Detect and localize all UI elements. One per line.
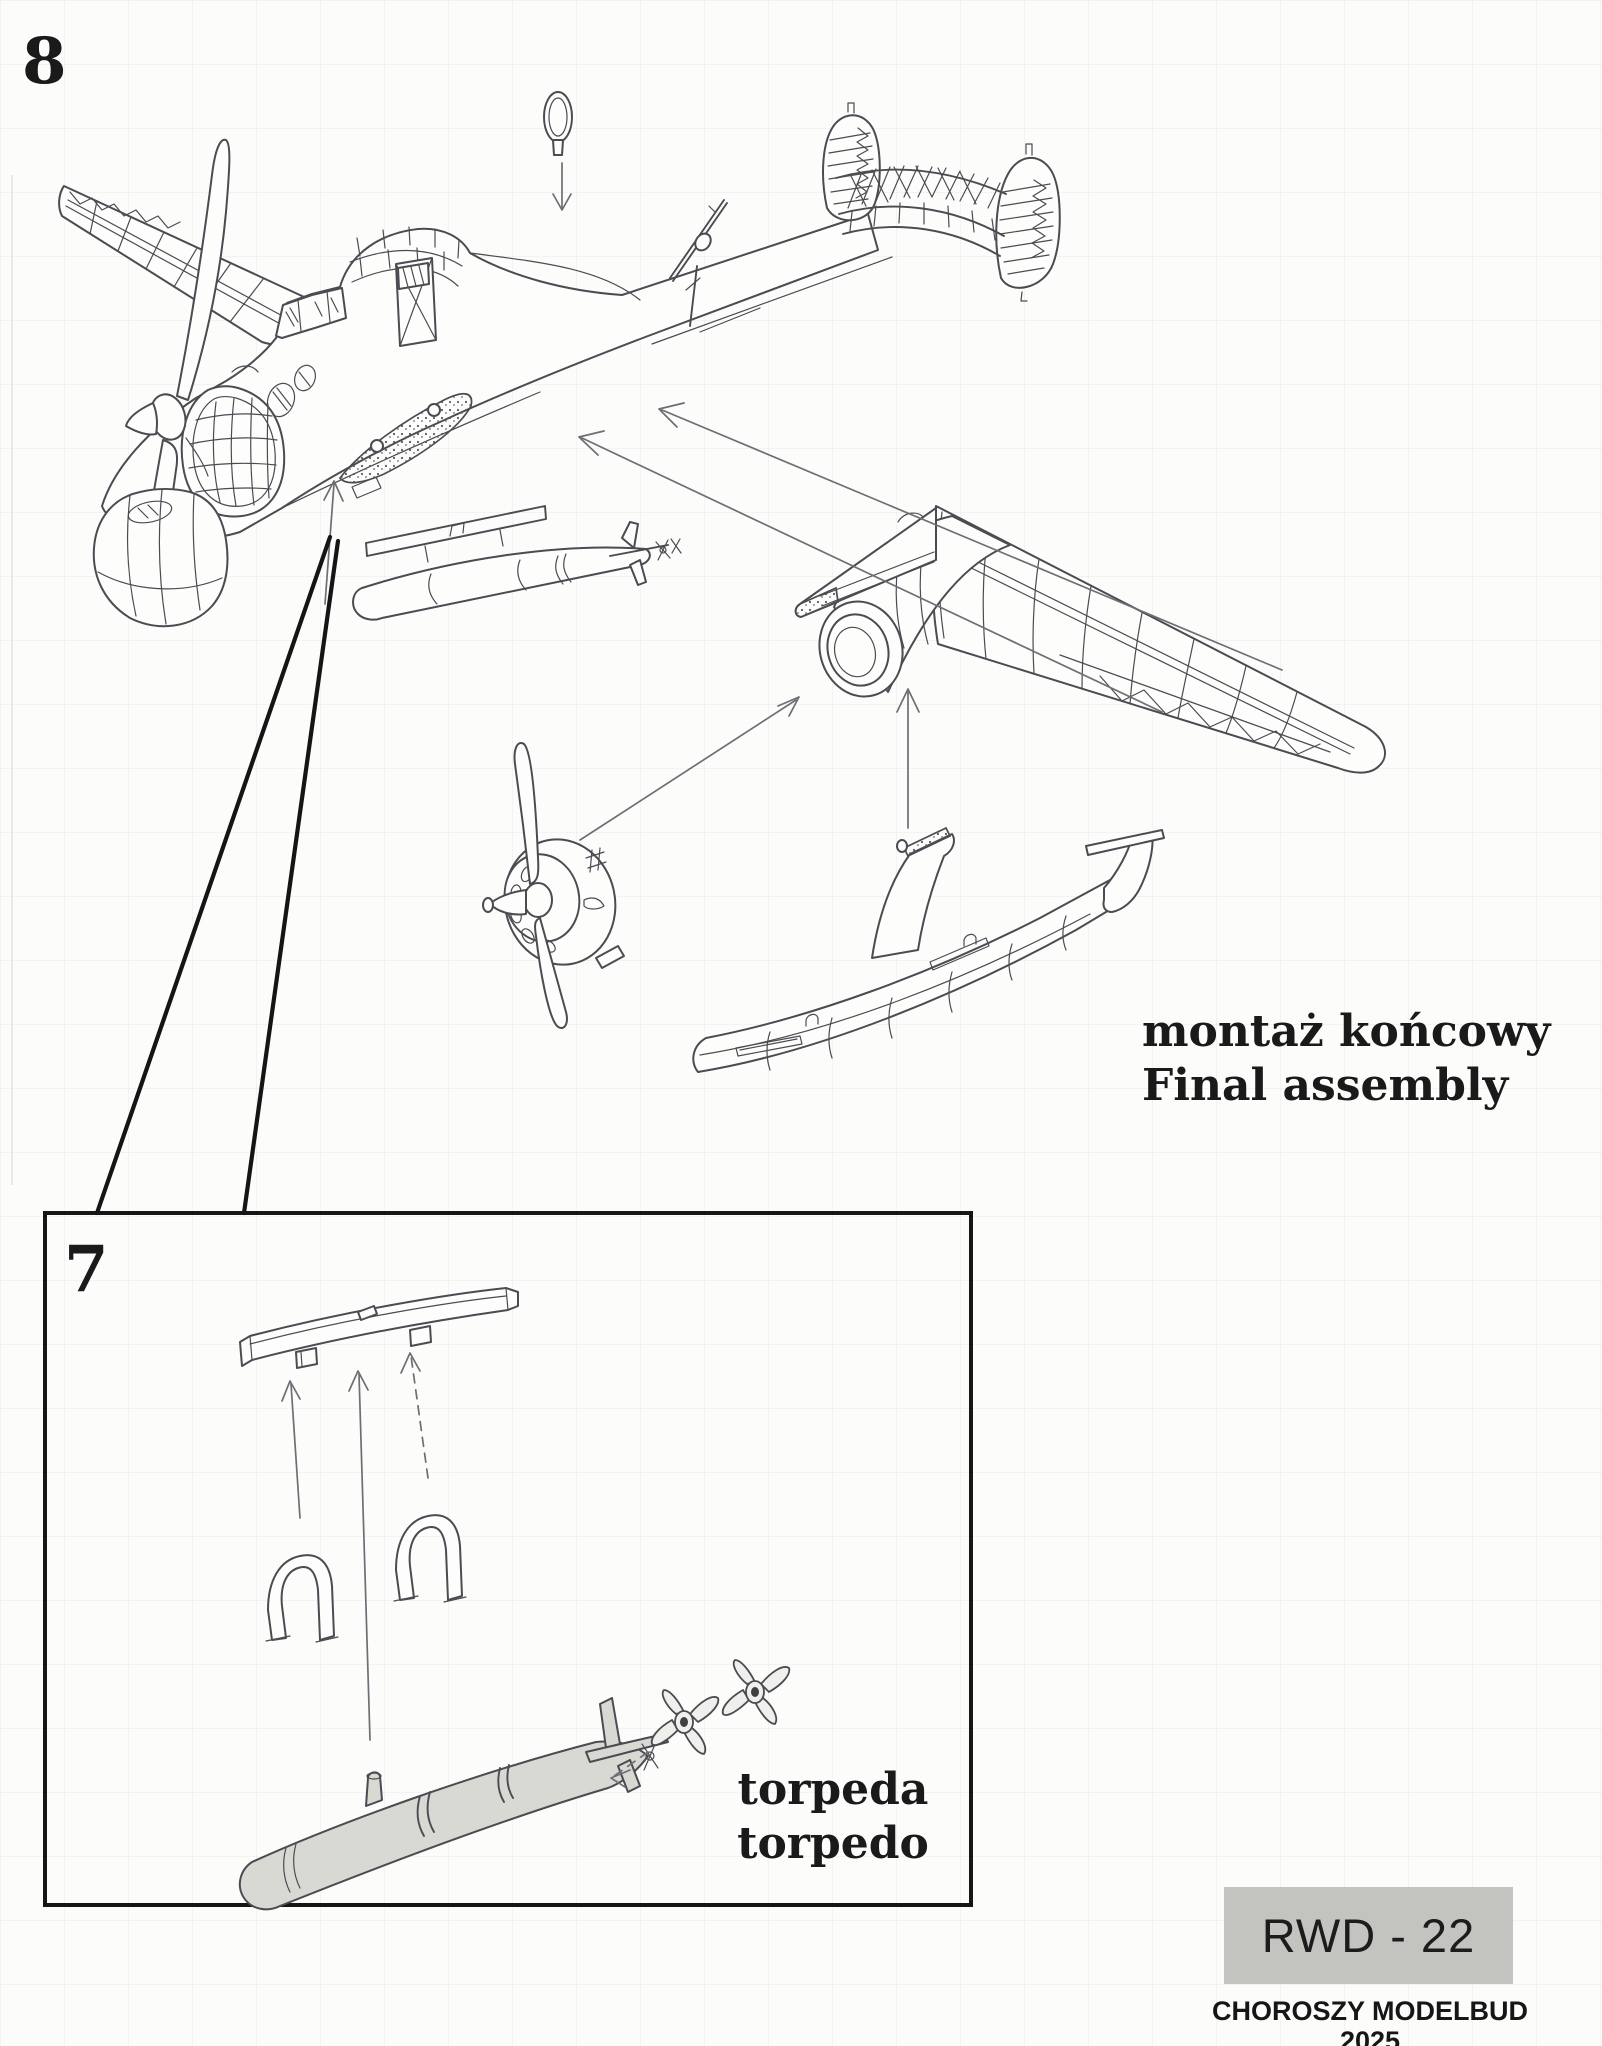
scan-artifact-line	[11, 175, 13, 1185]
final-assembly-caption-pl: montaż końcowy	[1142, 1006, 1551, 1057]
aircraft-cabin-roof	[349, 226, 463, 287]
model-code-label: RWD - 22	[1261, 1909, 1476, 1962]
nose-float	[92, 488, 229, 628]
belly-recess	[338, 392, 473, 499]
torpedo-on-rack-part	[352, 505, 682, 621]
tail-assembly	[822, 102, 1061, 302]
outer-wing-part	[794, 505, 1386, 774]
torpedo-caption: torpeda torpedo	[700, 1763, 966, 1871]
arrow-antenna-down	[552, 162, 572, 211]
aircraft-fuselage	[101, 213, 893, 540]
step-7-number: 7	[64, 1232, 109, 1307]
fuselage-side-windows	[266, 364, 316, 418]
float-part	[692, 826, 1165, 1073]
final-assembly-caption-en: Final assembly	[1142, 1060, 1509, 1111]
model-code-plate: RWD - 22	[1224, 1887, 1513, 1984]
loop-antenna-part	[543, 91, 573, 156]
arrow-propeller-to-nacelle	[579, 696, 800, 841]
torpedo-caption-en: torpedo	[737, 1818, 929, 1869]
step-8-number: 8	[22, 24, 67, 99]
aircraft-left-wing	[58, 185, 313, 346]
cargo-door	[395, 257, 437, 347]
engine-cowling	[180, 365, 286, 518]
mounted-propeller	[125, 138, 231, 583]
arrow-wing-to-belly-2	[578, 430, 1163, 713]
arrow-torpedo-to-belly	[323, 480, 344, 605]
year-label: 2025	[1339, 2026, 1401, 2046]
final-assembly-caption: montaż końcowy Final assembly	[1142, 1005, 1550, 1113]
propeller-part	[482, 742, 625, 1030]
cockpit-canopy	[275, 287, 347, 339]
detail-callout-lines	[94, 534, 341, 1216]
machine-gun	[669, 199, 728, 327]
torpedo-caption-pl: torpeda	[737, 1764, 929, 1815]
arrow-float-to-wing	[896, 688, 920, 829]
aircraft-drawing	[58, 102, 1061, 628]
publisher-label: CHOROSZY MODELBUD	[1211, 1996, 1528, 2026]
arrow-wing-to-belly-1	[658, 402, 1283, 671]
engine-nacelle	[818, 512, 1011, 698]
